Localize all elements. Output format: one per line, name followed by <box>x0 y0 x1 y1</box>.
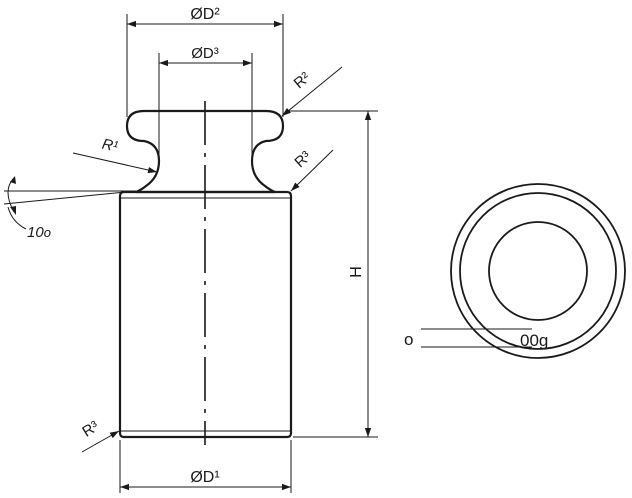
r1-leader <box>72 152 158 174</box>
dimension-d3: ØD³ <box>158 45 253 161</box>
dimension-d1: ØD¹ <box>119 440 292 493</box>
angle-value: 10 <box>27 224 44 241</box>
h-label: H <box>348 266 365 278</box>
r3-lower-leader <box>81 430 120 453</box>
dimension-d2: ØD² <box>126 6 284 117</box>
d2-label: ØD² <box>190 6 220 23</box>
r2-leader <box>281 66 343 117</box>
top-view-knob-circle <box>488 221 588 321</box>
dimension-h: H <box>285 110 378 438</box>
radius-r3-upper: R³ <box>290 148 334 192</box>
angle-arc-arrow-top <box>10 176 16 184</box>
angle-degree-mark: o <box>44 225 51 240</box>
radius-r2: R² <box>281 66 343 117</box>
top-view-second-ring <box>459 192 617 350</box>
angle-label: 10o <box>27 224 51 241</box>
top-view-outer-ring <box>450 183 626 359</box>
r2-label: R² <box>291 69 314 92</box>
d1-label: ØD¹ <box>190 469 219 486</box>
engraving-prefix: o <box>404 330 413 349</box>
r3-upper-label: R³ <box>291 148 314 171</box>
weight-side-view <box>118 101 293 445</box>
engraving-suffix: 00g <box>520 331 548 350</box>
radius-r3-lower: R³ <box>79 418 120 453</box>
r3-upper-leader <box>290 149 334 192</box>
radius-r1: R¹ <box>72 136 158 174</box>
d3-label: ØD³ <box>191 45 219 62</box>
r3-lower-label: R³ <box>79 418 101 441</box>
weight-body-outline <box>118 190 293 439</box>
weight-top-view: o 00g <box>404 183 626 359</box>
angle-slope-line <box>3 190 137 205</box>
angle-arc-arrow-bottom <box>10 206 16 215</box>
r1-label: R¹ <box>100 136 119 156</box>
angle-dimension: 10o <box>3 176 137 241</box>
knob-outline <box>125 109 285 194</box>
angle-label-leader <box>7 206 27 230</box>
